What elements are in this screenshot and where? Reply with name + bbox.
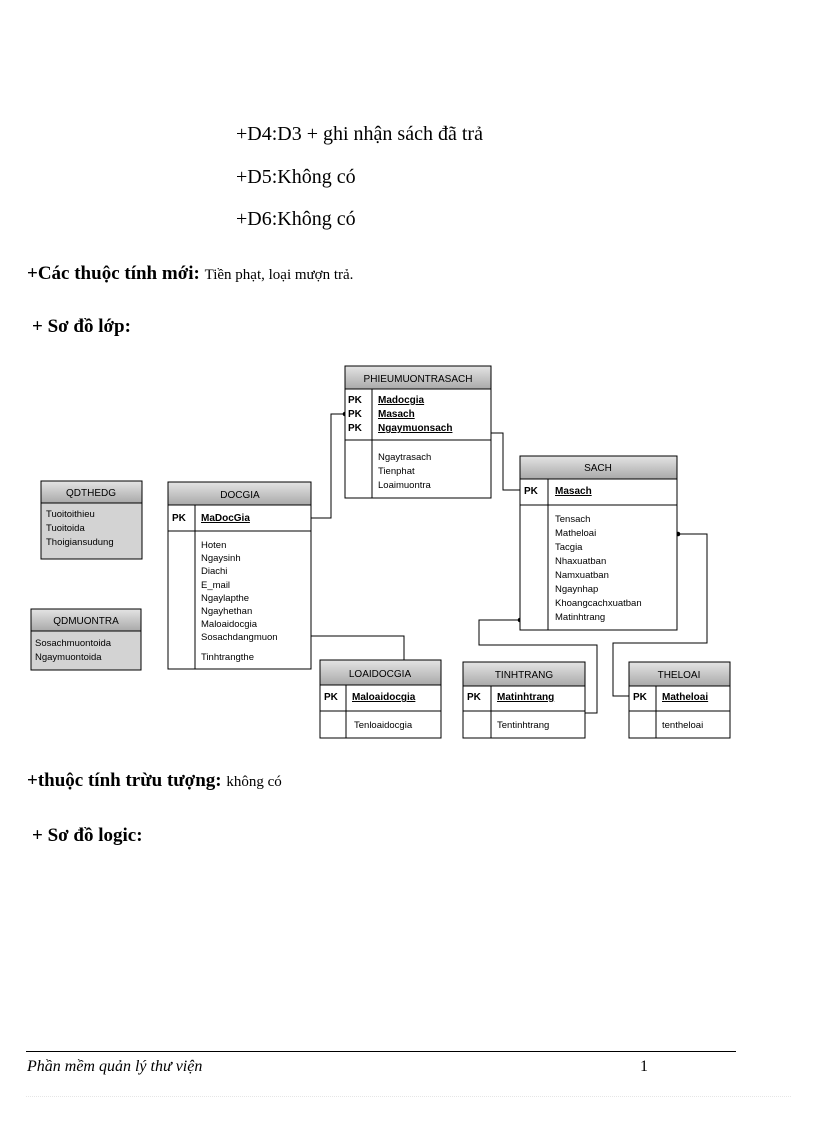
page-number: 1 [640,1058,648,1075]
qdmuontra-title: QDMUONTRA [53,616,119,627]
svg-text:Tenloaidocgia: Tenloaidocgia [354,720,413,731]
svg-text:Nhaxuatban: Nhaxuatban [555,556,606,567]
svg-text:THELOAI: THELOAI [658,670,701,681]
svg-text:Tacgia: Tacgia [555,542,583,553]
footer-rule [26,1051,736,1052]
svg-text:Ngaynhap: Ngaynhap [555,584,598,595]
svg-text:Matheloai: Matheloai [555,528,596,539]
qdmuontra-field: Sosachmuontoida [35,638,112,649]
qdthedg-title: QDTHEDG [66,488,116,499]
svg-text:Tienphat: Tienphat [378,466,415,477]
svg-text:Ngayhethan: Ngayhethan [201,606,252,617]
phieumuontrasach-title: PHIEUMUONTRASACH [364,374,473,385]
svg-text:Tinhtrangthe: Tinhtrangthe [201,652,254,663]
svg-text:Ngaytrasach: Ngaytrasach [378,452,431,463]
class-diagram: QDTHEDG Tuoitoithieu Tuoitoida Thoigians… [30,365,731,739]
svg-text:PK: PK [524,486,539,497]
svg-text:Matinhtrang: Matinhtrang [497,692,554,703]
sach-title: SACH [584,463,612,474]
new-attributes-label: +Các thuộc tính mới [27,263,194,284]
svg-text:Maloaidocgia: Maloaidocgia [352,692,416,703]
qdmuontra-field: Ngaymuontoida [35,652,102,663]
entity-docgia: DOCGIA PK MaDocGia Hoten Ngaysinh Diachi… [167,481,312,670]
abstract-attributes-label: +thuộc tính trừu tượng [27,770,216,791]
svg-text:PK: PK [324,692,339,703]
svg-text:Namxuatban: Namxuatban [555,570,609,581]
entity-loaidocgia: LOAIDOCGIA PK Maloaidocgia Tenloaidocgia [319,659,442,739]
svg-text:Loaimuontra: Loaimuontra [378,480,432,491]
new-attributes-colon: : [193,263,205,284]
svg-text:Matheloai: Matheloai [662,692,708,703]
pk-label: PK [172,513,187,524]
class-diagram-heading: + Sơ đồ lớp: [32,316,131,337]
relationship-lines [308,413,708,714]
requirement-d5: +D5:Không có [236,166,356,188]
svg-text:Ngaysinh: Ngaysinh [201,553,241,564]
svg-text:TINHTRANG: TINHTRANG [495,670,554,681]
svg-text:tentheloai: tentheloai [662,720,703,731]
svg-text:Khoangcachxuatban: Khoangcachxuatban [555,598,642,609]
entity-qdmuontra: QDMUONTRA Sosachmuontoida Ngaymuontoida [30,608,142,671]
abstract-attributes-colon: : [215,770,227,791]
qdthedg-field: Thoigiansudung [46,537,114,548]
entity-sach: SACH PK Masach Tensach Matheloai Tacgia … [519,455,678,631]
svg-text:Matinhtrang: Matinhtrang [555,612,605,623]
svg-text:PK: PK [633,692,648,703]
new-attributes-line: +Các thuộc tính mới: Tiền phạt, loại mượ… [27,263,353,285]
docgia-title: DOCGIA [220,490,260,501]
page-bottom-divider [26,1096,791,1097]
svg-text:PK: PK [348,395,363,406]
sach-pk: Masach [555,486,592,497]
entity-phieumuontrasach: PHIEUMUONTRASACH PK PK PK Madocgia Masac… [344,365,492,499]
requirement-d6: +D6:Không có [236,208,356,230]
docgia-pk: MaDocGia [201,513,250,524]
new-attributes-text: Tiền phạt, loại mượn trả. [204,267,354,283]
svg-text:LOAIDOCGIA: LOAIDOCGIA [349,669,412,680]
svg-text:Ngaymuonsach: Ngaymuonsach [378,423,452,434]
svg-text:PK: PK [467,692,482,703]
svg-text:Masach: Masach [378,409,415,420]
entity-qdthedg: QDTHEDG Tuoitoithieu Tuoitoida Thoigians… [40,480,143,560]
svg-text:Hoten: Hoten [201,540,226,551]
svg-text:Ngaylapthe: Ngaylapthe [201,593,249,604]
svg-text:Diachi: Diachi [201,566,227,577]
footer-title: Phần mềm quản lý thư viện [27,1058,203,1075]
qdthedg-field: Tuoitoida [46,523,85,534]
svg-text:Tensach: Tensach [555,514,590,525]
requirement-d4: +D4:D3 + ghi nhận sách đã trả [236,123,483,145]
svg-text:Maloaidocgia: Maloaidocgia [201,619,258,630]
svg-text:PK: PK [348,423,363,434]
svg-text:Tentinhtrang: Tentinhtrang [497,720,549,731]
entity-theloai: THELOAI PK Matheloai tentheloai [628,661,731,739]
logic-diagram-heading: + Sơ đồ logic: [32,825,143,846]
abstract-attributes-line: +thuộc tính trừu tượng: không có [27,770,282,792]
qdthedg-field: Tuoitoithieu [46,509,95,520]
svg-text:Sosachdangmuon: Sosachdangmuon [201,632,278,643]
svg-text:E_mail: E_mail [201,580,230,591]
svg-text:PK: PK [348,409,363,420]
svg-text:Madocgia: Madocgia [378,395,425,406]
entity-tinhtrang: TINHTRANG PK Matinhtrang Tentinhtrang [462,661,586,739]
abstract-attributes-text: không có [226,774,282,790]
